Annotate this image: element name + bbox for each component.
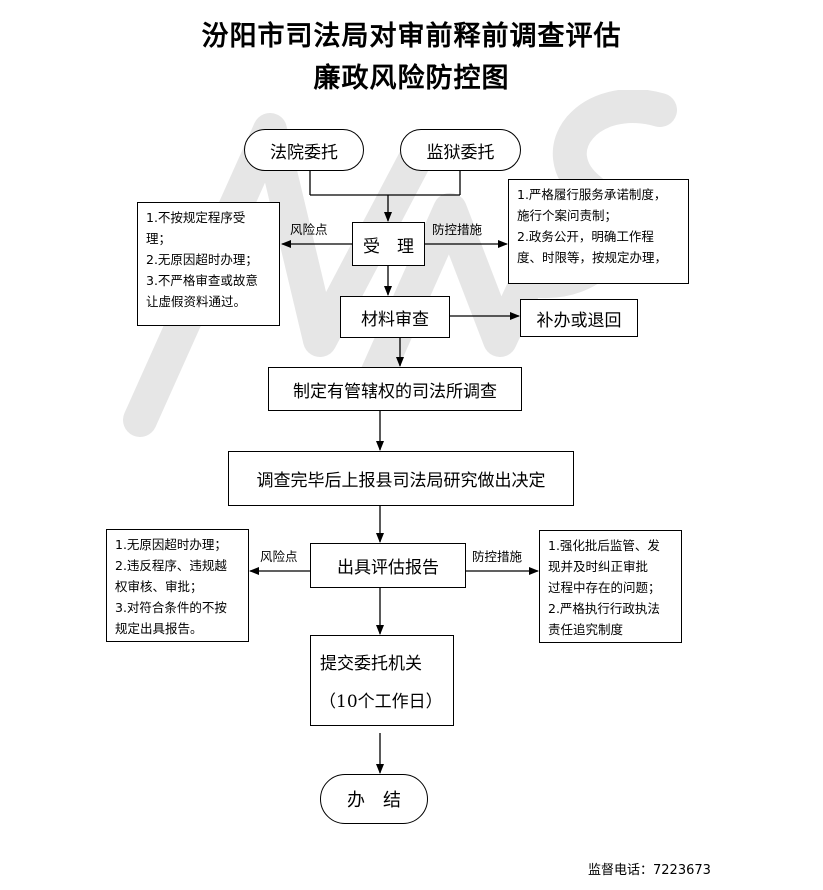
submit-node-deadline: （10个工作日）	[319, 692, 443, 712]
risk-box-accept-line: 3.不严格审查或故意	[146, 273, 258, 288]
page-title-line1: 汾阳市司法局对审前释前调查评估	[201, 21, 622, 52]
control-box-report-line: 过程中存在的问题；	[548, 580, 661, 595]
supervision-phone: 监督电话：7223673	[588, 863, 711, 878]
report-decision-node: 调查完毕后上报县司法局研究做出决定	[228, 451, 574, 506]
court-entrust-node: 法院委托	[244, 129, 364, 171]
risk-box-accept: 1.不按规定程序受 理； 2.无原因超时办理； 3.不严格审查或故意 让虚假资料…	[137, 202, 280, 326]
control-box-accept: 1.严格履行服务承诺制度， 施行个案问责制； 2.政务公开，明确工作程 度、时限…	[508, 179, 689, 284]
risk-box-accept-line: 理；	[146, 231, 172, 246]
investigation-node: 制定有管辖权的司法所调查	[268, 367, 522, 411]
accept-node: 受 理	[352, 222, 425, 266]
control-box-report-line: 责任追究制度	[548, 622, 624, 637]
control-box-accept-line: 度、时限等，按规定办理，	[517, 250, 668, 265]
page-title-line2: 廉政风险防控图	[313, 63, 510, 94]
control-box-accept-line: 2.政务公开，明确工作程	[517, 229, 654, 244]
risk-point-label-1: 风险点	[290, 222, 328, 237]
control-box-accept-line: 施行个案问责制；	[517, 208, 618, 223]
risk-box-accept-line: 1.不按规定程序受	[146, 210, 246, 225]
risk-box-report-line: 2.违反程序、违规越	[115, 558, 227, 573]
submit-node-title: 提交委托机关	[320, 654, 422, 674]
risk-point-label-2: 风险点	[260, 549, 298, 564]
risk-box-accept-line: 2.无原因超时办理；	[146, 252, 258, 267]
risk-box-report-line: 权审核、审批；	[115, 579, 203, 594]
risk-box-report-line: 规定出具报告。	[115, 621, 203, 636]
control-measures-label-1: 防控措施	[432, 222, 483, 237]
risk-box-report-line: 1.无原因超时办理；	[115, 537, 227, 552]
risk-box-report: 1.无原因超时办理； 2.违反程序、违规越 权审核、审批； 3.对符合条件的不按…	[106, 529, 249, 642]
completed-node: 办 结	[320, 774, 428, 824]
control-box-accept-line: 1.严格履行服务承诺制度，	[517, 187, 667, 202]
control-box-report-line: 1.强化批后监管、发	[548, 538, 660, 553]
risk-box-report-line: 3.对符合条件的不按	[115, 600, 227, 615]
control-box-report-line: 2.严格执行行政执法	[548, 601, 660, 616]
control-box-report: 1.强化批后监管、发 现并及时纠正审批 过程中存在的问题； 2.严格执行行政执法…	[539, 530, 682, 643]
control-box-report-line: 现并及时纠正审批	[548, 559, 649, 574]
supplement-return-node: 补办或退回	[520, 299, 638, 337]
control-measures-label-2: 防控措施	[472, 549, 523, 564]
submit-node: 提交委托机关 （10个工作日）	[310, 635, 454, 726]
issue-report-node: 出具评估报告	[310, 543, 466, 588]
prison-entrust-node: 监狱委托	[400, 129, 521, 171]
risk-box-accept-line: 让虚假资料通过。	[146, 294, 247, 309]
material-review-node: 材料审查	[340, 296, 450, 338]
